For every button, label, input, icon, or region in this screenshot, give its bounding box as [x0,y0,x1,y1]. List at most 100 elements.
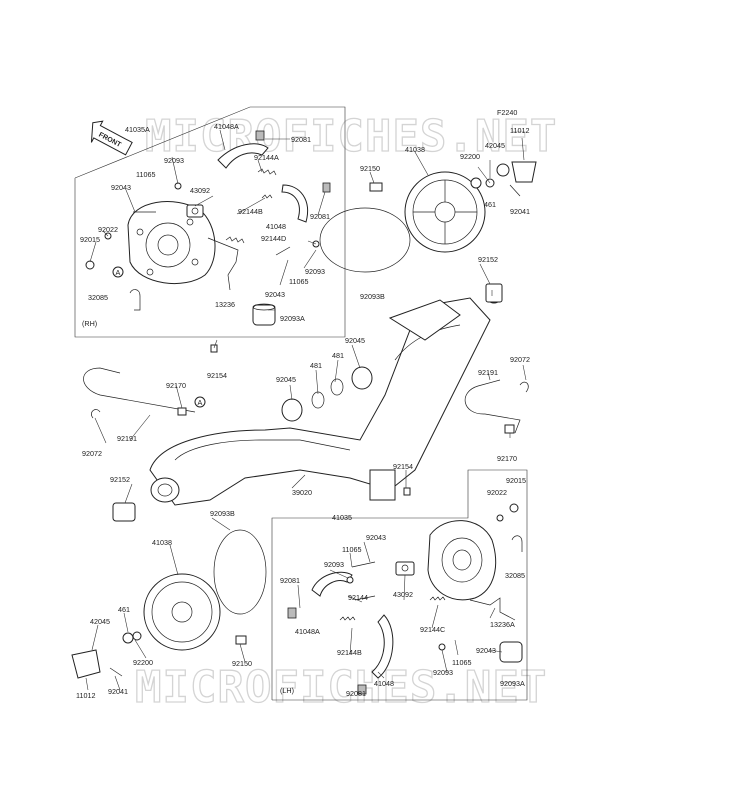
part-label: 11065 [136,170,155,179]
part-label: 92041 [108,687,128,696]
part-label: 92015 [80,235,100,244]
part-label: 92043 [366,533,386,542]
rh-brake-shoe-lower [281,182,331,223]
rh-brake-lever [207,237,239,291]
axle-bearings [112,283,503,522]
part-labels: 41035A 41048A 92081 92144A 92093 11065 4… [76,122,530,700]
part-label: 92093B [210,509,235,518]
part-label: 92093 [324,560,344,569]
figure-code: F2240 [497,108,517,117]
rh-brake-panel [127,201,216,285]
part-label: 92170 [166,381,186,390]
part-label: 13236A [490,620,515,629]
part-label: 92072 [510,355,530,364]
part-label: 41038 [405,145,425,154]
lh-brake-shoes [287,571,394,695]
part-label: 92022 [98,225,118,234]
part-label: 92081 [346,689,366,698]
part-label: 92081 [291,135,311,144]
rh-brake-shoe-upper [217,130,269,169]
leader-lines [85,129,527,691]
lh-brake-lever [469,597,516,621]
part-label: 461 [118,605,130,614]
lh-hub-parts [71,631,247,679]
part-label: 32085 [505,571,525,580]
part-label: 92150 [360,164,380,173]
part-label: 41035 [332,513,352,522]
svg-text:A: A [198,398,203,407]
rh-boot-92093a [252,303,276,326]
rh-clip-32085 [129,289,141,311]
part-label: 92043 [476,646,496,655]
part-label: 92144B [337,648,362,657]
lh-misc-fasteners [346,503,523,663]
part-label: 92081 [280,576,300,585]
part-label: 42045 [90,617,110,626]
part-label: 92093B [360,292,385,301]
part-label: 92015 [506,476,526,485]
part-label: 92043 [111,183,131,192]
rh-brake-drum [404,171,486,253]
part-label: 92152 [110,475,130,484]
part-label: 11065 [452,658,471,667]
part-label: 41048 [374,679,394,688]
part-label: 11012 [510,126,529,135]
part-label: 43092 [190,186,210,195]
rh-drum-seal-ring [319,207,411,273]
part-label: 92154 [393,462,413,471]
part-label: 92072 [82,449,102,458]
rh-side-label: (RH) [82,319,97,328]
part-label: 39020 [292,488,312,497]
front-arrow-icon: FRONT [90,120,133,156]
rh-group-outline [74,106,346,338]
part-label: 92093A [280,314,305,323]
part-label: 11065 [289,277,308,286]
rh-wheel-cylinder [186,204,204,218]
svg-text:A: A [116,268,121,277]
part-label: 92144D [261,234,286,243]
part-label: 41048 [266,222,286,231]
part-label: 41035A [125,125,150,134]
part-label: 92150 [232,659,252,668]
part-label: 92022 [487,488,507,497]
lh-springs [339,595,446,621]
part-label: 92144B [238,207,263,216]
part-label: 92200 [460,152,480,161]
watermark-bottom: MICROFICHES.NET [135,662,547,713]
part-label: 92093A [500,679,525,688]
part-label: 43092 [393,590,413,599]
part-label: 92170 [497,454,517,463]
part-label: 42045 [485,141,505,150]
part-label: 92191 [478,368,498,377]
rh-hub-parts [369,161,537,197]
lh-wheel-cylinder [395,561,415,576]
part-label: 92144C [420,625,445,634]
part-label: 92144 [348,593,368,602]
brake-cables [83,344,529,496]
part-label: 92154 [207,371,227,380]
lh-side-label: (LH) [280,686,294,695]
part-label: 92191 [117,434,137,443]
part-label: 13236 [215,300,235,309]
part-label: 92043 [265,290,285,299]
lh-brake-drum [143,573,221,651]
part-label: 481 [332,351,344,360]
rh-springs [225,168,277,244]
part-label: 41048A [295,627,320,636]
part-label: 92144A [254,153,279,162]
lh-drum-seal-ring [213,529,267,615]
part-label: 11012 [76,691,95,700]
part-label: 92093 [164,156,184,165]
part-label: 92081 [310,212,330,221]
part-label: 41048A [214,122,239,131]
part-label: 92200 [133,658,153,667]
part-label: 92045 [345,336,365,345]
part-label: 11065 [342,545,361,554]
part-label: 92093 [433,668,453,677]
part-label: 41038 [152,538,172,547]
watermark-top: MICROFICHES.NET [145,111,557,162]
part-label: 32085 [88,293,108,302]
lh-group-outline [271,469,528,701]
part-label: 461 [484,200,496,209]
